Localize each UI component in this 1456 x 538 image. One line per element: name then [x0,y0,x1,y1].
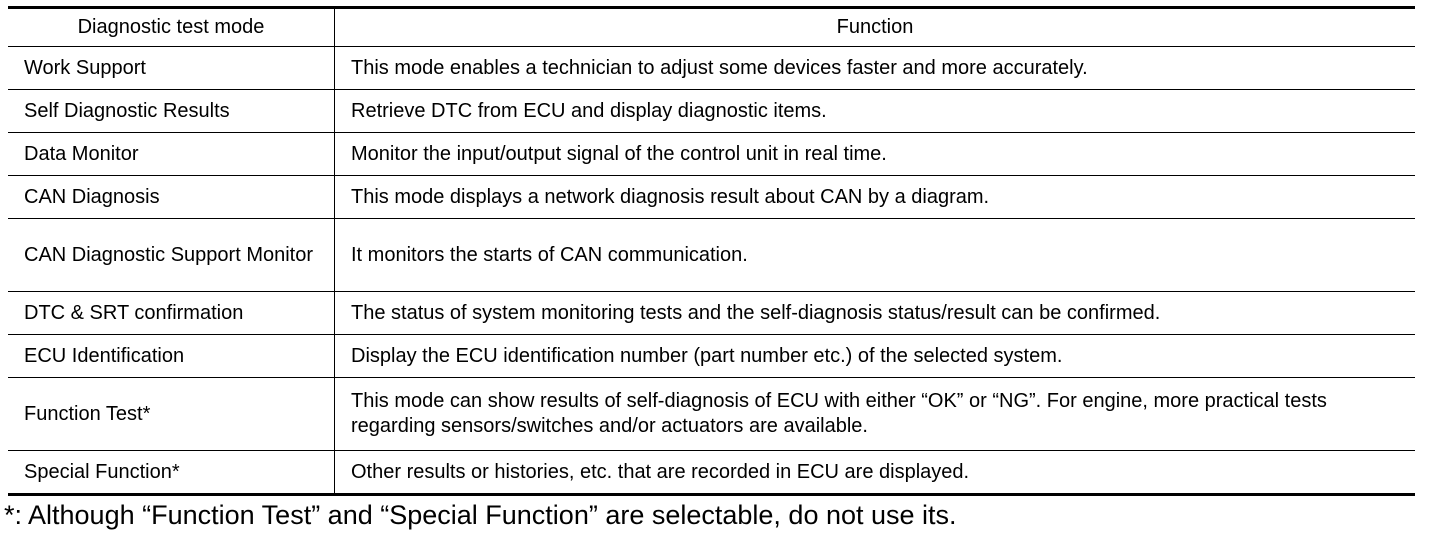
mode-cell: CAN Diagnostic Support Monitor [8,218,335,292]
table-row: Special Function* Other results or histo… [8,450,1415,495]
table-row: Data Monitor Monitor the input/output si… [8,132,1415,176]
function-cell: Other results or histories, etc. that ar… [334,450,1415,495]
header-diagnostic-test-mode: Diagnostic test mode [8,7,335,47]
table-header-row: Diagnostic test mode Function [8,7,1415,47]
mode-cell: Work Support [8,46,335,90]
diagnostic-modes-table: Diagnostic test mode Function Work Suppo… [8,6,1415,496]
mode-cell: ECU Identification [8,334,335,378]
footnote: *: Although “Function Test” and “Special… [4,500,957,530]
function-cell: This mode enables a technician to adjust… [334,46,1415,90]
table-row: CAN Diagnostic Support Monitor It monito… [8,218,1415,292]
mode-cell: DTC & SRT confirmation [8,291,335,335]
mode-cell: Self Diagnostic Results [8,89,335,133]
table-row: Function Test* This mode can show result… [8,377,1415,451]
diagnostic-modes-table-container: Diagnostic test mode Function Work Suppo… [8,6,1415,496]
function-cell: Monitor the input/output signal of the c… [334,132,1415,176]
table-row: Self Diagnostic Results Retrieve DTC fro… [8,89,1415,133]
mode-cell: Special Function* [8,450,335,495]
function-cell: This mode can show results of self-diagn… [334,377,1415,451]
function-cell: Display the ECU identification number (p… [334,334,1415,378]
table-row: ECU Identification Display the ECU ident… [8,334,1415,378]
function-cell: Retrieve DTC from ECU and display diagno… [334,89,1415,133]
table-row: CAN Diagnosis This mode displays a netwo… [8,175,1415,219]
function-cell: This mode displays a network diagnosis r… [334,175,1415,219]
table-row: Work Support This mode enables a technic… [8,46,1415,90]
mode-cell: CAN Diagnosis [8,175,335,219]
mode-cell: Function Test* [8,377,335,451]
table-row: DTC & SRT confirmation The status of sys… [8,291,1415,335]
function-cell: It monitors the starts of CAN communicat… [334,218,1415,292]
function-cell: The status of system monitoring tests an… [334,291,1415,335]
header-function: Function [334,7,1415,47]
mode-cell: Data Monitor [8,132,335,176]
